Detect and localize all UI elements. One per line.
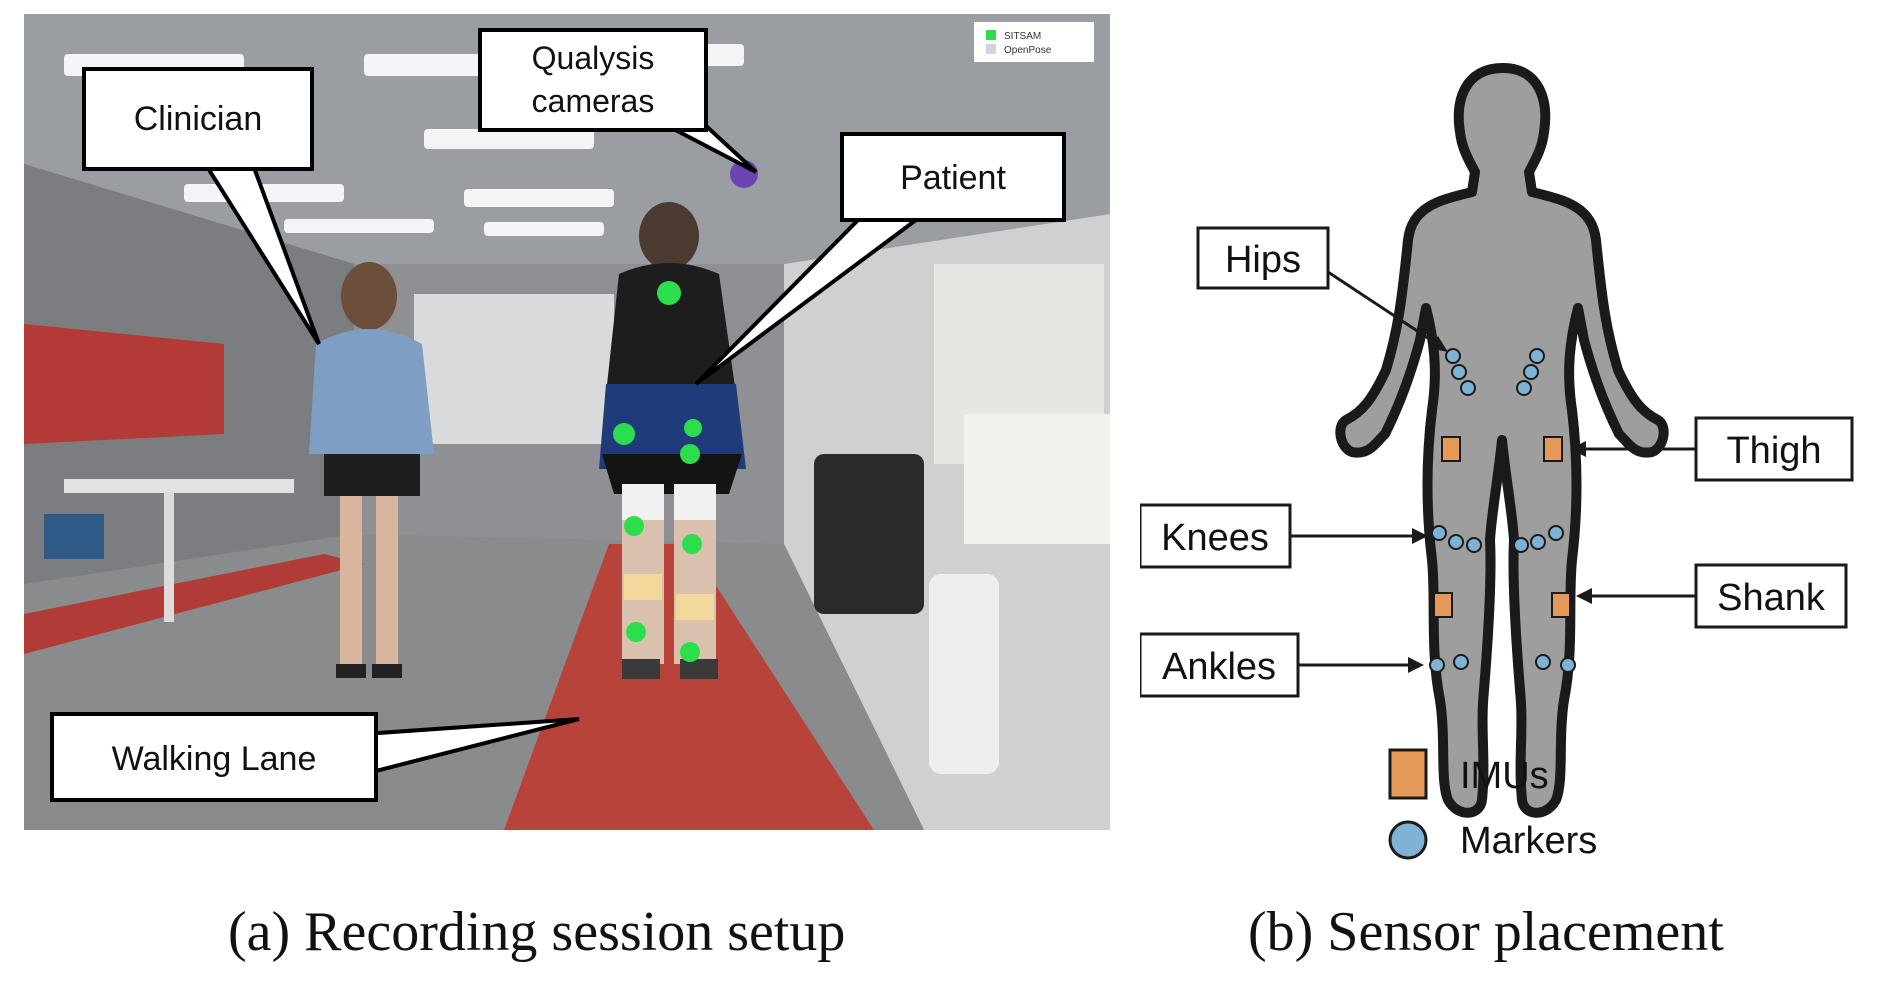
imu-shank-left: [1433, 592, 1453, 618]
svg-text:Clinician: Clinician: [134, 100, 263, 138]
label-hips: Hips: [1196, 226, 1448, 352]
svg-text:SITSAM: SITSAM: [1004, 31, 1041, 42]
label-shank: Shank: [1576, 563, 1848, 629]
marker-ankle-r2: [1560, 657, 1576, 673]
svg-text:Ankles: Ankles: [1162, 646, 1276, 688]
svg-text:cameras: cameras: [532, 83, 655, 119]
marker-hip-l1: [1445, 348, 1461, 364]
marker-knee-l2: [1448, 534, 1464, 550]
caption-a: (a) Recording session setup: [228, 901, 846, 963]
label-knees: Knees: [1138, 503, 1428, 569]
marker-knee-r3: [1548, 525, 1564, 541]
legend-marker-swatch: [1388, 820, 1428, 860]
imu-sensors: [1433, 436, 1571, 618]
svg-text:Qualysis: Qualysis: [532, 40, 655, 76]
marker-hip-r2: [1523, 364, 1539, 380]
label-ankles: Ankles: [1138, 632, 1424, 698]
marker-hip-l3: [1460, 380, 1476, 396]
svg-text:Hips: Hips: [1225, 239, 1301, 281]
imu-shank-right: [1551, 592, 1571, 618]
marker-hip-r1: [1529, 348, 1545, 364]
sensor-placement-diagram: Hips Thigh Knees Shank Ankles IMUs Marke…: [1138, 40, 1870, 890]
callout-qualysis-cameras: Qualysis cameras: [478, 28, 758, 174]
svg-text:Patient: Patient: [900, 159, 1006, 197]
svg-text:Knees: Knees: [1161, 517, 1269, 559]
inset-legend: SITSAM OpenPose: [974, 22, 1094, 62]
imu-thigh-right: [1543, 436, 1563, 462]
body-silhouette: [1335, 63, 1669, 818]
marker-knee-r2: [1530, 534, 1546, 550]
label-thigh: Thigh: [1570, 416, 1854, 482]
svg-text:IMUs: IMUs: [1460, 755, 1549, 797]
svg-text:Shank: Shank: [1717, 577, 1826, 619]
svg-text:Thigh: Thigh: [1726, 430, 1821, 472]
patient-figure: [599, 202, 746, 679]
whiteboard: [414, 294, 614, 444]
marker-knee-l3: [1466, 537, 1482, 553]
walking-lane: [504, 544, 874, 830]
svg-text:OpenPose: OpenPose: [1004, 45, 1052, 56]
legend: IMUs Markers: [1388, 748, 1597, 862]
marker-ankle-l1: [1429, 657, 1445, 673]
callout-walking-lane: Walking Lane: [50, 712, 580, 802]
recording-setup-photo: SITSAM OpenPose Clinician Qualysis camer…: [24, 14, 1110, 830]
imu-thigh-left: [1441, 436, 1461, 462]
callout-clinician: Clinician: [82, 67, 321, 346]
marker-sensors: [1429, 348, 1576, 673]
marker-hip-l2: [1451, 364, 1467, 380]
marker-ankle-r1: [1535, 654, 1551, 670]
svg-text:Markers: Markers: [1460, 820, 1597, 862]
marker-knee-l1: [1431, 525, 1447, 541]
marker-knee-r1: [1513, 537, 1529, 553]
marker-hip-r3: [1516, 380, 1532, 396]
legend-imu-swatch: [1388, 748, 1428, 800]
caption-b: (b) Sensor placement: [1248, 901, 1724, 963]
clinician-figure: [309, 262, 434, 678]
svg-text:Walking Lane: Walking Lane: [112, 740, 317, 778]
callout-patient: Patient: [694, 132, 1066, 386]
marker-ankle-l2: [1453, 654, 1469, 670]
